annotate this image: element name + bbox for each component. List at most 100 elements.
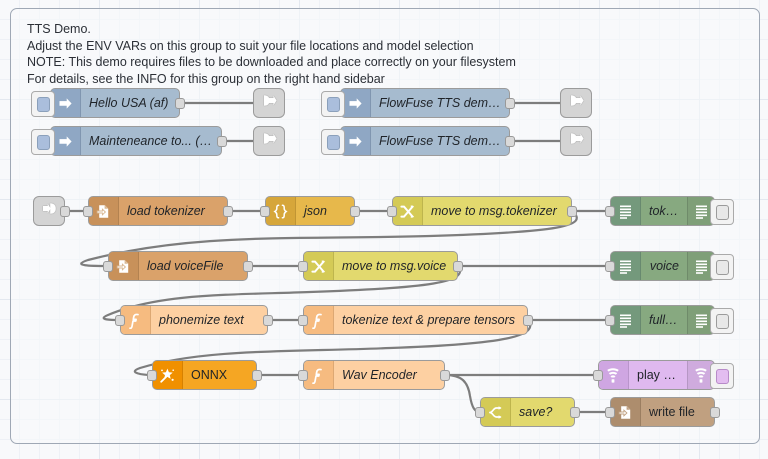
inject-arrow-icon bbox=[51, 89, 81, 117]
input-port[interactable] bbox=[387, 206, 397, 217]
input-port[interactable] bbox=[298, 370, 308, 381]
output-port[interactable] bbox=[60, 206, 70, 217]
node-label: voice bbox=[649, 259, 679, 273]
input-port[interactable] bbox=[298, 261, 308, 272]
node-label: FlowFuse TTS demo. (bf) bbox=[379, 134, 509, 148]
node-label: Wav Encoder bbox=[342, 368, 417, 382]
input-port[interactable] bbox=[115, 315, 125, 326]
link-in-icon bbox=[41, 200, 58, 222]
file-in-icon bbox=[89, 197, 119, 225]
input-port[interactable] bbox=[605, 315, 615, 326]
speaker-wave-icon bbox=[599, 361, 629, 389]
node-link-out-2[interactable] bbox=[560, 88, 592, 118]
output-port[interactable] bbox=[567, 206, 577, 217]
debug-lines-icon bbox=[611, 197, 641, 225]
function-f-icon bbox=[304, 361, 334, 389]
node-load-tokenizer[interactable]: load tokenizer bbox=[83, 196, 233, 226]
input-port[interactable] bbox=[298, 315, 308, 326]
node-label: FlowFuse TTS demo. (am) bbox=[379, 96, 509, 110]
output-port[interactable] bbox=[217, 136, 227, 147]
output-port[interactable] bbox=[570, 407, 580, 418]
node-debug-tokenizer[interactable]: tokenizer bbox=[605, 196, 734, 226]
input-port[interactable] bbox=[103, 261, 113, 272]
input-port[interactable] bbox=[83, 206, 93, 217]
node-label: tokenize text & prepare tensors bbox=[342, 313, 516, 327]
inject-trigger-button[interactable] bbox=[321, 91, 345, 117]
node-json-node[interactable]: json bbox=[260, 196, 360, 226]
debug-toggle-button[interactable] bbox=[710, 254, 734, 280]
input-port[interactable] bbox=[147, 370, 157, 381]
inject-arrow-icon bbox=[51, 127, 81, 155]
node-inject-hello-usa[interactable]: Hello USA (af) bbox=[31, 88, 185, 118]
input-port[interactable] bbox=[605, 407, 615, 418]
output-port[interactable] bbox=[440, 370, 450, 381]
node-write-file[interactable]: write file bbox=[605, 397, 720, 427]
audio-toggle-button[interactable] bbox=[710, 363, 734, 389]
node-tokenize-prepare[interactable]: tokenize text & prepare tensors bbox=[298, 305, 533, 335]
change-shuffle-icon bbox=[393, 197, 423, 225]
node-phonemize-text[interactable]: phonemize text bbox=[115, 305, 273, 335]
input-port[interactable] bbox=[605, 206, 615, 217]
node-move-to-voice[interactable]: move to msg.voice bbox=[298, 251, 463, 281]
node-link-out-3[interactable] bbox=[253, 126, 285, 156]
debug-lines-icon bbox=[611, 306, 641, 334]
inject-trigger-button[interactable] bbox=[31, 129, 55, 155]
node-link-in-1[interactable] bbox=[33, 196, 70, 226]
output-port[interactable] bbox=[505, 136, 515, 147]
change-shuffle-icon bbox=[304, 252, 334, 280]
debug-lines-icon bbox=[687, 252, 714, 280]
node-onnx[interactable]: ONNX bbox=[147, 360, 262, 390]
node-move-to-tokenizer[interactable]: move to msg.tokenizer bbox=[387, 196, 577, 226]
node-link-out-1[interactable] bbox=[253, 88, 285, 118]
output-port[interactable] bbox=[710, 407, 720, 418]
output-port[interactable] bbox=[243, 261, 253, 272]
node-label: json bbox=[304, 204, 327, 218]
function-f-icon bbox=[121, 306, 151, 334]
node-inject-maintenance[interactable]: Mainteneance to... (bm) bbox=[31, 126, 227, 156]
file-in-icon bbox=[109, 252, 139, 280]
node-play-audio[interactable]: play audio bbox=[593, 360, 734, 390]
node-debug-voice[interactable]: voice bbox=[605, 251, 734, 281]
input-port[interactable] bbox=[475, 407, 485, 418]
inject-arrow-icon bbox=[341, 127, 371, 155]
input-port[interactable] bbox=[593, 370, 603, 381]
node-wav-encoder[interactable]: Wav Encoder bbox=[298, 360, 450, 390]
node-label: full msg bbox=[649, 313, 687, 327]
link-out-icon bbox=[568, 130, 585, 152]
node-label: tokenizer bbox=[649, 204, 687, 218]
node-label: save? bbox=[519, 405, 553, 419]
inject-trigger-button[interactable] bbox=[321, 129, 345, 155]
output-port[interactable] bbox=[453, 261, 463, 272]
node-label: phonemize text bbox=[159, 313, 244, 327]
link-out-icon bbox=[261, 130, 278, 152]
node-save-switch[interactable]: save? bbox=[475, 397, 580, 427]
debug-toggle-button[interactable] bbox=[710, 199, 734, 225]
output-port[interactable] bbox=[223, 206, 233, 217]
input-port[interactable] bbox=[260, 206, 270, 217]
node-label: load voiceFile bbox=[147, 259, 224, 273]
output-port[interactable] bbox=[263, 315, 273, 326]
node-debug-full-msg[interactable]: full msg bbox=[605, 305, 734, 335]
input-port[interactable] bbox=[605, 261, 615, 272]
node-label: Mainteneance to... (bm) bbox=[89, 134, 221, 148]
node-link-out-4[interactable] bbox=[560, 126, 592, 156]
node-label: play audio bbox=[637, 368, 687, 382]
node-load-voicefile[interactable]: load voiceFile bbox=[103, 251, 253, 281]
output-port[interactable] bbox=[505, 98, 515, 109]
output-port[interactable] bbox=[252, 370, 262, 381]
inject-arrow-icon bbox=[341, 89, 371, 117]
node-inject-flowfuse-bf[interactable]: FlowFuse TTS demo. (bf) bbox=[321, 126, 515, 156]
inject-trigger-button[interactable] bbox=[31, 91, 55, 117]
node-label: move to msg.tokenizer bbox=[431, 204, 557, 218]
json-braces-icon bbox=[266, 197, 296, 225]
group-comment-text: TTS Demo. Adjust the ENV VARs on this gr… bbox=[27, 22, 516, 86]
output-port[interactable] bbox=[175, 98, 185, 109]
output-port[interactable] bbox=[523, 315, 533, 326]
output-port[interactable] bbox=[350, 206, 360, 217]
node-label: ONNX bbox=[191, 368, 228, 382]
debug-toggle-button[interactable] bbox=[710, 308, 734, 334]
node-inject-flowfuse-am[interactable]: FlowFuse TTS demo. (am) bbox=[321, 88, 515, 118]
sparkle-wand-icon bbox=[153, 361, 183, 389]
link-out-icon bbox=[261, 92, 278, 114]
